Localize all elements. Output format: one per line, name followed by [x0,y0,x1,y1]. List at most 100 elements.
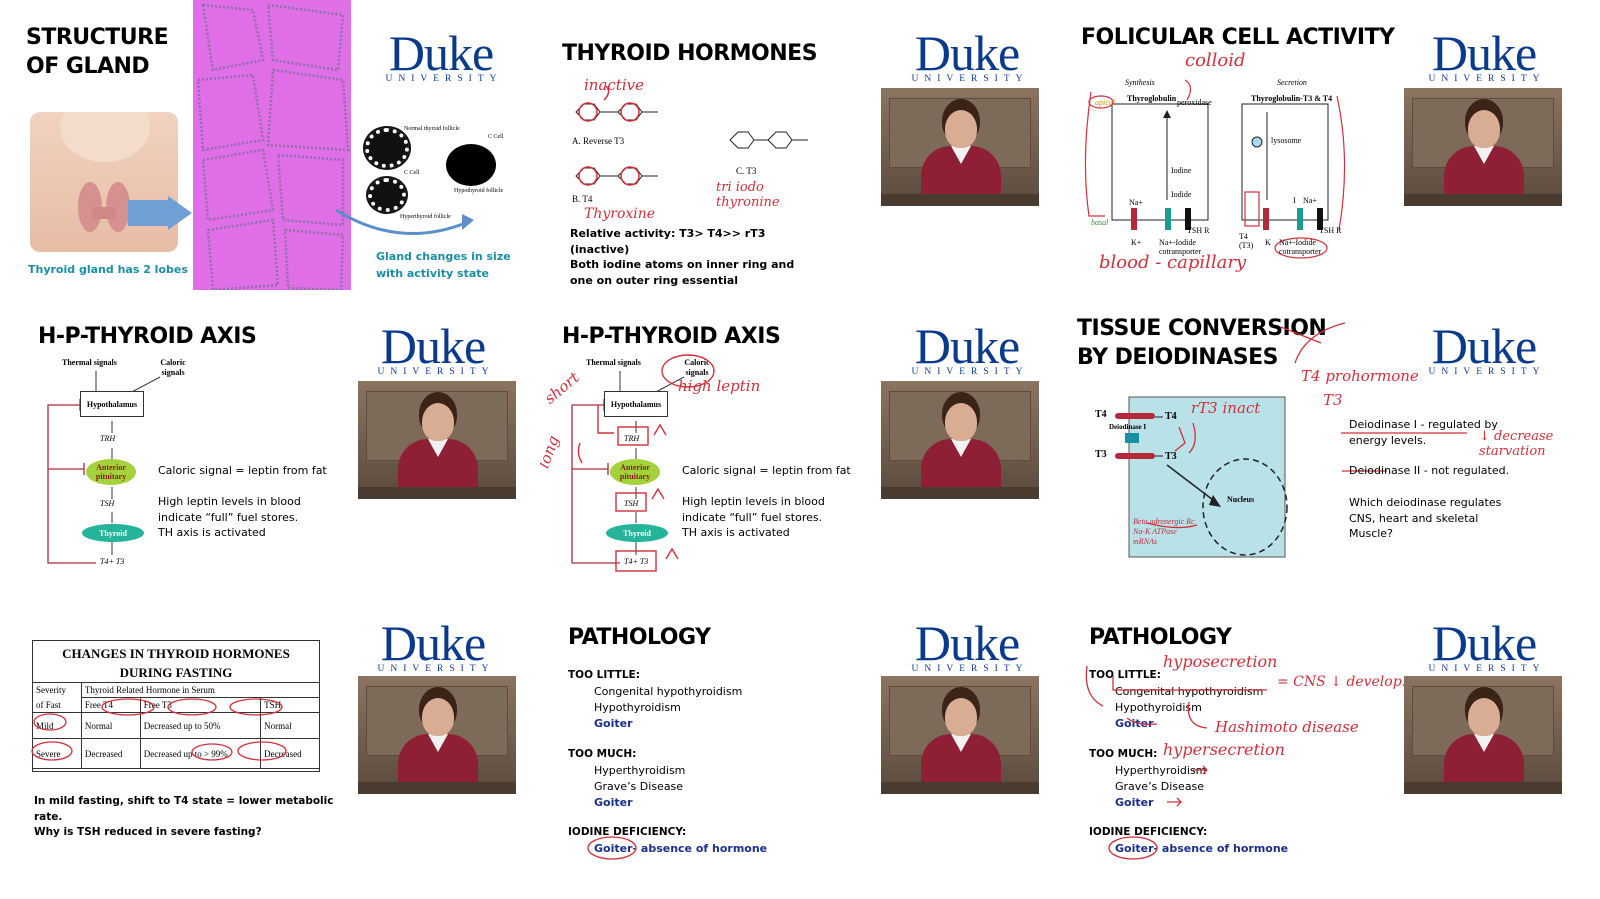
table-title: CHANGES IN THYROID HORMONES DURING FASTI… [62,646,290,680]
duke-logo-university: UNIVERSITY [1428,74,1546,84]
lecture-video[interactable] [358,381,516,499]
table-cell: Decreased up to > 99% [139,738,262,769]
duke-logo-word: Duke [380,615,486,671]
label-t4-cell: T4 [1165,411,1177,422]
note-caloric-signal: Caloric signal = leptin from fat [158,464,327,477]
hand-hyposecretion: hyposecretion [1163,652,1278,671]
section-too-little: TOO LITTLE: [1089,669,1161,681]
note-high-leptin: High leptin levels in blood indicate “fu… [682,495,825,524]
hand-long: long [540,433,563,471]
slide-title: TISSUE CONVERSION BY DEIODINASES [1077,316,1327,370]
th-free-t3: Free T3 [139,697,262,713]
label-iodine: Iodine [1171,166,1192,175]
hand-high-leptin: high leptin [678,377,761,395]
duke-logo-word: Duke [380,318,486,374]
hand-hashimoto: Hashimoto disease [1215,718,1359,736]
duke-logo: Duke UNIVERSITY [1409,28,1559,84]
hand-colloid: colloid [1185,50,1246,71]
label-tsh-r: TSH R [1187,226,1210,235]
section-too-much: TOO MUCH: [1089,748,1158,760]
node-trh: TRH [624,434,640,443]
lecture-video[interactable] [358,676,516,794]
duke-logo-university: UNIVERSITY [1428,367,1546,377]
arrow-icon [128,200,170,226]
slide-structure-of-gland: STRUCTURE OF GLAND Thyroid gland has 2 l… [0,0,523,290]
table-cell: Decreased up to 50% [139,712,262,739]
item-goiter: Goiter [594,796,633,809]
lecture-video[interactable] [1404,88,1562,206]
duke-logo: Duke UNIVERSITY [358,615,508,674]
duke-logo-university: UNIVERSITY [377,664,495,674]
note-deiodinase-i: Deiodinase I - regulated by energy level… [1349,418,1498,447]
label-c-cell: C Cell [488,134,504,140]
label-peroxidase: peroxidase [1177,98,1212,107]
table-cell: Mild [32,712,82,739]
item-congenital-hypothyroidism: Congenital hypothyroidism [594,685,743,698]
lecture-video[interactable] [881,381,1039,499]
node-t4-t3: T4+ T3 [624,557,649,566]
section-too-much: TOO MUCH: [568,748,637,760]
th-severity: Severity [32,682,82,698]
label-hyperthyroid-follicle: Hyperthyroid follicle [400,214,451,220]
duke-logo-word: Duke [914,615,1020,671]
node-thyroid: Thyroid [82,524,144,542]
duke-logo-word: Duke [1431,318,1537,374]
note-th-axis: TH axis is activated [158,526,266,539]
lecture-video[interactable] [881,88,1039,206]
label-lysosome: lysosome [1271,136,1302,145]
table-cell: Severe [32,738,82,769]
duke-logo: Duke UNIVERSITY [892,615,1042,674]
relative-activity-notes: Relative activity: T3> T4>> rT3 (inactiv… [570,227,795,287]
note-th-axis: TH axis is activated [682,526,790,539]
label-iodide: Iodide [1171,190,1192,199]
lecture-video[interactable] [1404,676,1562,794]
node-hypothalamus: Hypothalamus [80,391,144,417]
node-hypothalamus: Hypothalamus [604,391,668,417]
label-na-2: Na+ [1303,196,1317,205]
node-tsh: TSH [624,499,639,508]
hand-thyroxine: Thyroxine [584,206,656,222]
slide-title: PATHOLOGY [568,625,711,650]
th-free-t4: Free T4 [80,697,141,713]
item-goiter-absence: Goiter- absence of hormone [594,842,768,855]
duke-logo-university: UNIVERSITY [911,664,1029,674]
hand-short: short [540,368,583,408]
item-hypothyroidism: Hypothyroidism [594,701,681,714]
label-secretion: Secretion [1277,78,1307,87]
slide-fasting-changes: CHANGES IN THYROID HORMONES DURING FASTI… [0,606,523,896]
slide-folicular-cell-activity: FOLICULAR CELL ACTIVITY colloid Synthesi… [1067,0,1600,290]
item-congenital-hypothyroidism: Congenital hypothyroidism [1115,685,1264,698]
label-thyroglobulin: Thyroglobulin [1127,94,1177,103]
section-too-little: TOO LITTLE: [568,669,640,681]
lecture-video[interactable] [881,676,1039,794]
hand-t4-prohormone: T4 prohormone [1301,367,1419,385]
label-nucleus: Nucleus [1227,495,1255,504]
slide-title: H-P-THYROID AXIS [562,324,781,349]
slide-title: PATHOLOGY [1089,625,1232,650]
label-k-2: K [1265,238,1271,247]
duke-logo: Duke UNIVERSITY [1409,615,1559,674]
duke-logo: Duke UNIVERSITY [892,321,1042,377]
hand-starvation: ↓ decrease starvation [1479,429,1554,459]
item-goiter: Goiter [594,717,633,730]
hyperthyroid-follicle [366,176,408,214]
slide-title: H-P-THYROID AXIS [38,324,257,349]
duke-logo-word: Duke [1431,615,1537,671]
hand-rt3-inactive: rT3 inact [1191,399,1261,417]
hand-t3: T3 [1323,391,1343,409]
hand-triiodothyronine: tri iodo thyronine [716,180,780,210]
th-tsh: TSH [260,697,320,713]
histology-image [193,0,351,290]
th-thyroid-hormone: Thyroid Related Hormone in Serum [80,682,321,698]
slide-pathology-annotated: PATHOLOGY TOO LITTLE: hyposecretion Cong… [1067,606,1600,896]
normal-follicle [363,126,411,170]
section-iodine-deficiency: IODINE DEFICIENCY: [568,826,687,838]
node-anterior-pituitary: Anterior pituitary [86,459,136,485]
fasting-table: Severity Thyroid Related Hormone in Seru… [32,682,321,769]
label-t3-in: T3 [1095,449,1107,460]
node-thyroid: Thyroid [606,524,668,542]
label-na-1: Na+ [1129,198,1143,207]
label-caloric-signals: Caloric signals [684,358,710,377]
thyroid-neck-illustration [30,112,178,252]
node-t4-t3: T4+ T3 [100,557,125,566]
